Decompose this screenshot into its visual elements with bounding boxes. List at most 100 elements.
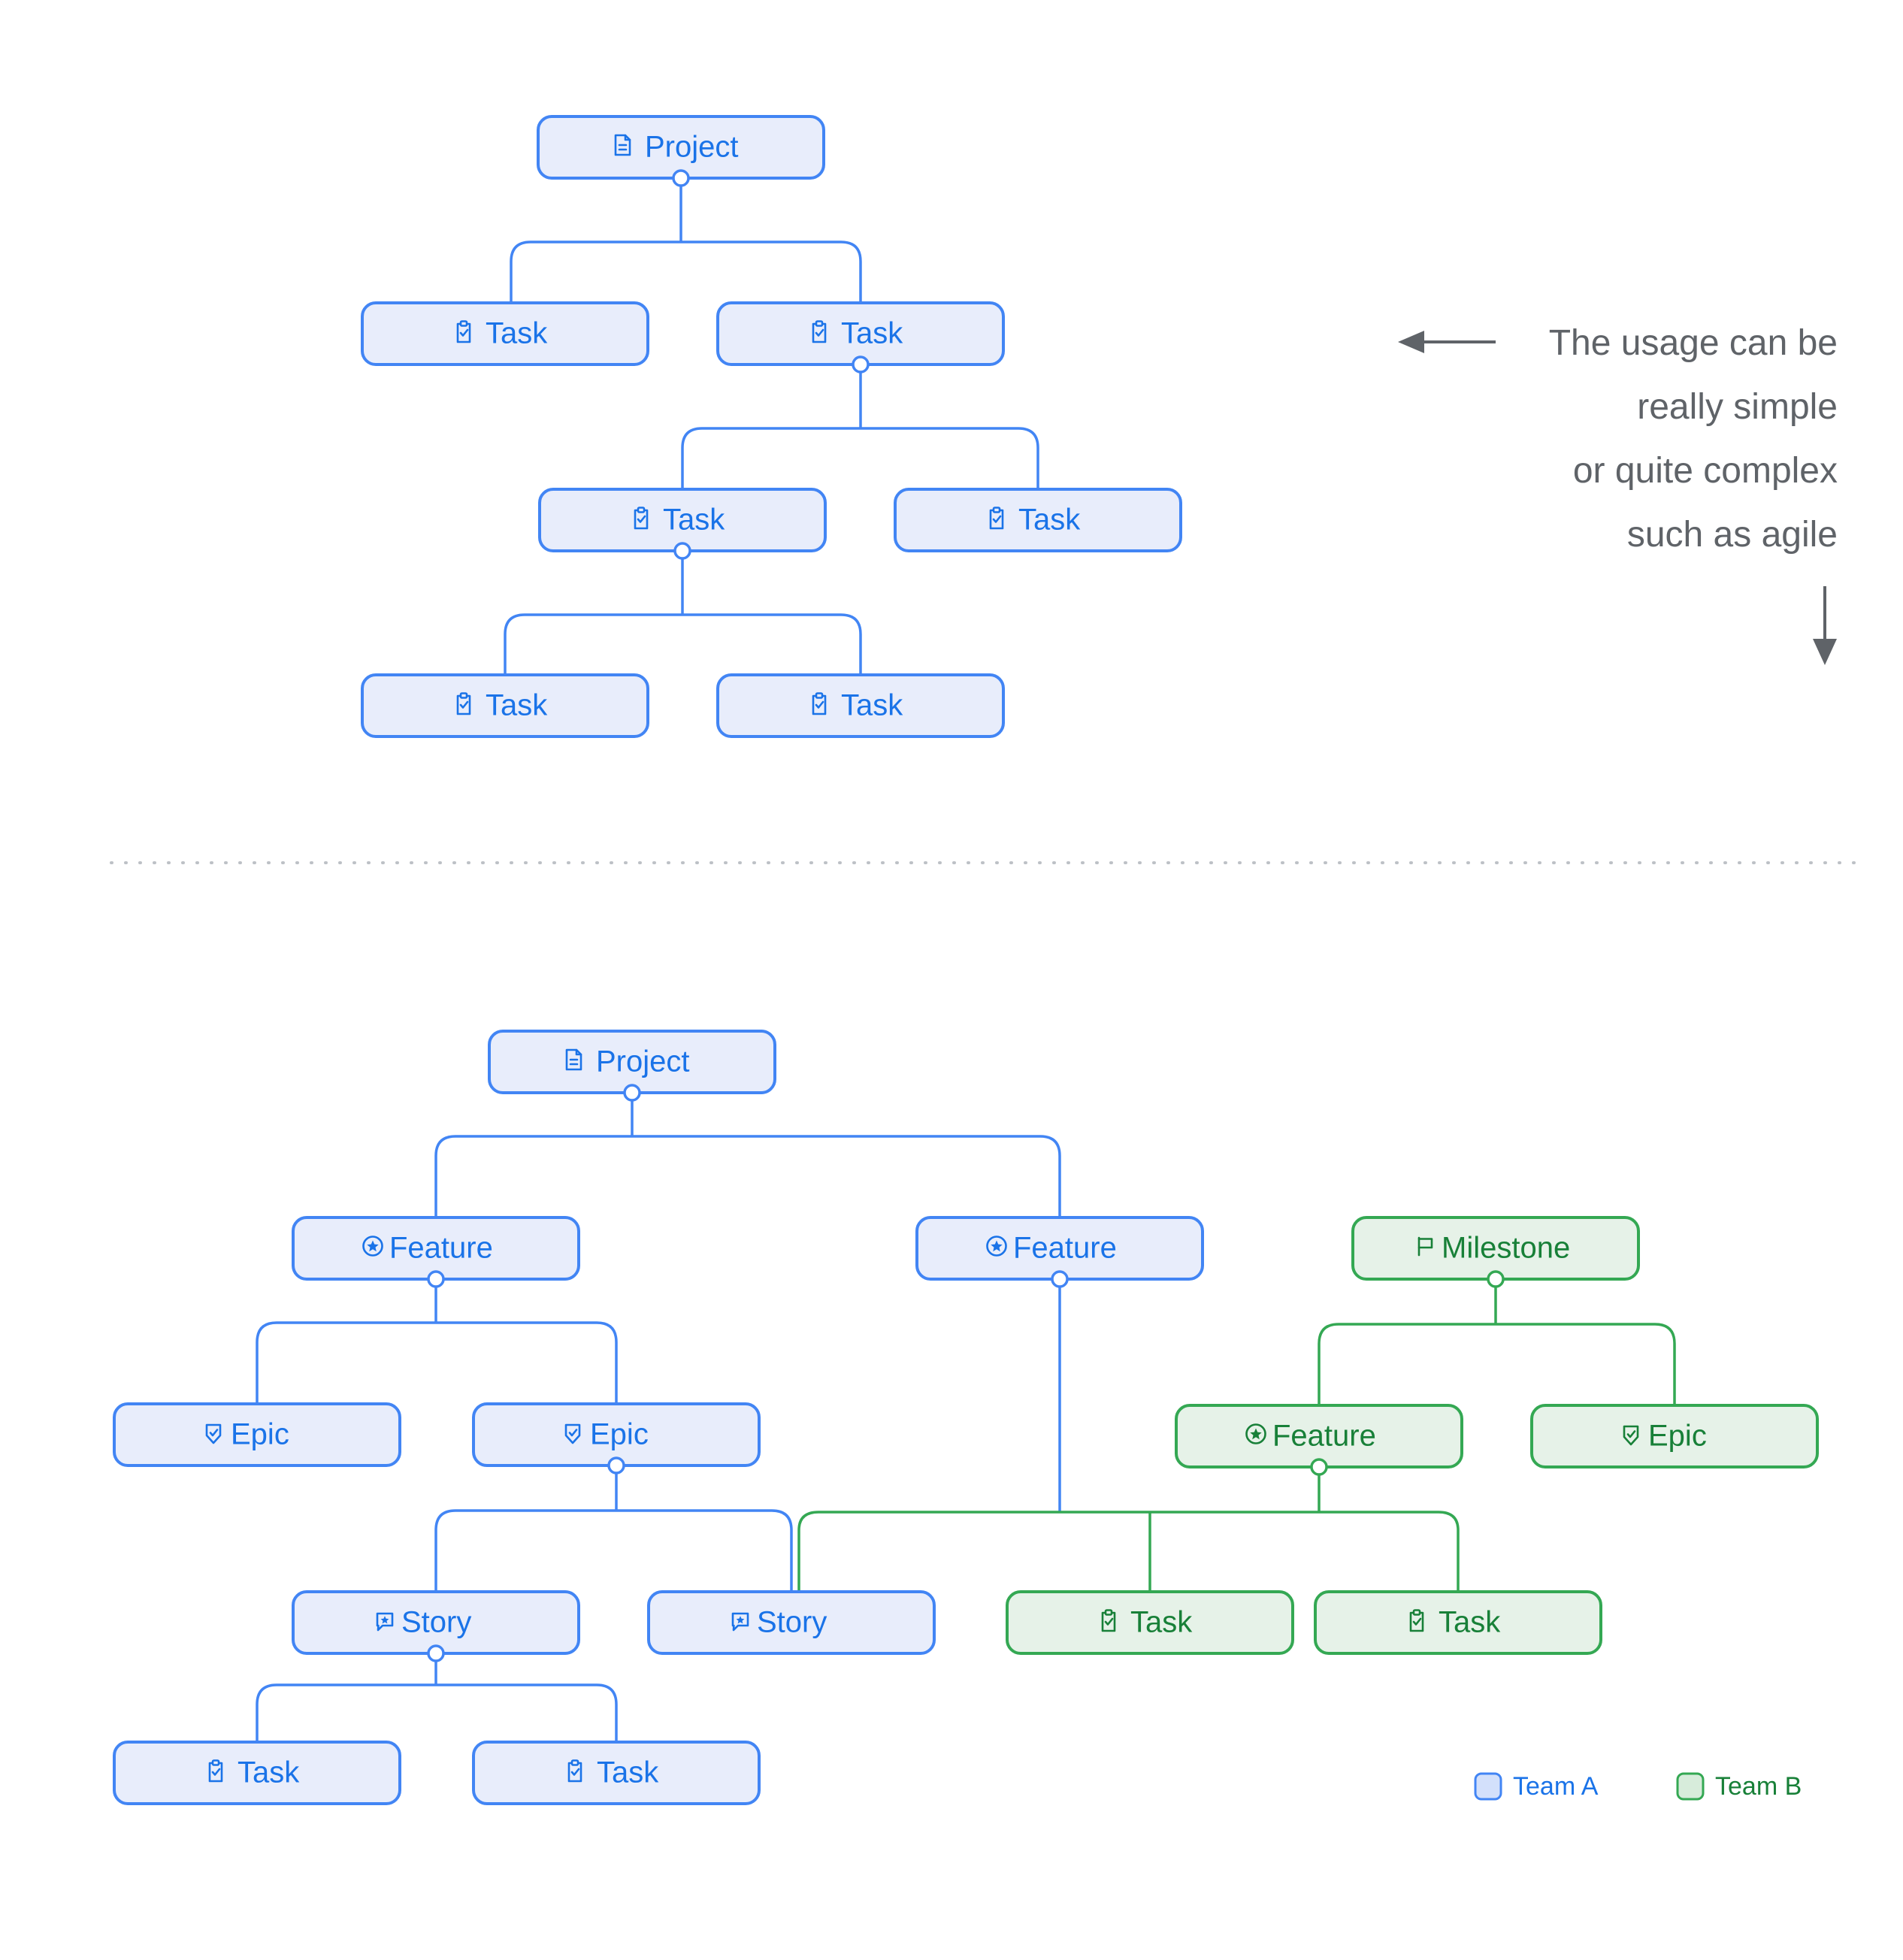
legend-label: Team A: [1513, 1772, 1599, 1801]
speech-star-icon: [731, 1612, 749, 1632]
edge-task2-to-tasks: [681, 364, 1039, 489]
legend-item-team-b[interactable]: Team B: [1676, 1772, 1802, 1801]
port-handle[interactable]: [1051, 1270, 1069, 1288]
star-circle-icon: [362, 1236, 383, 1257]
node-label: Project: [645, 131, 739, 164]
node-label: Task: [663, 504, 725, 537]
edge-project-to-features: [434, 1093, 1061, 1217]
arrow-down-icon: [1813, 586, 1837, 665]
clipboard-check-icon: [567, 1759, 582, 1783]
annotation-line-2: really simple: [1637, 387, 1838, 427]
edge-task3-to-tasks: [504, 551, 862, 675]
annotation-line-1: The usage can be: [1549, 323, 1838, 363]
shield-check-icon: [1623, 1425, 1639, 1446]
clipboard-check-icon: [634, 507, 649, 530]
port-handle[interactable]: [673, 542, 691, 560]
shield-check-icon: [205, 1423, 222, 1444]
node-label: Epic: [231, 1418, 289, 1451]
node-label: Task: [486, 317, 548, 350]
clipboard-check-icon: [1409, 1609, 1424, 1632]
top-diagram-edges: [504, 178, 1039, 675]
node-task-top-3[interactable]: Task: [538, 488, 827, 560]
star-circle-icon: [986, 1236, 1007, 1257]
square-swatch-icon: [1676, 1772, 1705, 1801]
top-diagram-nodes: Project Task: [361, 115, 1182, 738]
node-story-1[interactable]: Story: [292, 1590, 580, 1662]
node-label: Epic: [590, 1418, 649, 1451]
node-feature-bottom-3[interactable]: Feature: [1175, 1404, 1463, 1476]
node-label: Epic: [1648, 1420, 1707, 1453]
node-feature-bottom-2[interactable]: Feature: [915, 1216, 1204, 1288]
edge-epic2-to-stories: [434, 1465, 793, 1592]
clipboard-check-icon: [456, 692, 471, 715]
node-label: Task: [1130, 1606, 1193, 1639]
node-project-bottom[interactable]: Project: [488, 1030, 776, 1102]
legend-item-team-a[interactable]: Team A: [1474, 1772, 1599, 1801]
edge-project-to-tasks: [510, 178, 862, 303]
port-handle[interactable]: [427, 1270, 445, 1288]
node-feature-bottom-1[interactable]: Feature: [292, 1216, 580, 1288]
node-label: Story: [401, 1606, 471, 1639]
square-swatch-icon: [1474, 1772, 1502, 1801]
node-label: Feature: [389, 1232, 493, 1265]
clipboard-check-icon: [1101, 1609, 1116, 1632]
node-label: Task: [841, 689, 903, 722]
node-task-bottom-4[interactable]: Task: [472, 1741, 761, 1805]
node-label: Project: [596, 1045, 690, 1078]
node-task-top-4[interactable]: Task: [894, 488, 1182, 552]
node-milestone[interactable]: Milestone: [1351, 1216, 1640, 1288]
node-task-top-1[interactable]: Task: [361, 301, 649, 366]
document-icon: [614, 134, 631, 156]
bottom-diagram-edges: [256, 1093, 1676, 1742]
node-epic-bottom-1[interactable]: Epic: [113, 1402, 401, 1467]
edge-feature3-to-tasks: [797, 1467, 1460, 1592]
flag-icon: [1417, 1236, 1433, 1257]
node-label: Story: [757, 1606, 827, 1639]
node-epic-bottom-2[interactable]: Epic: [472, 1402, 761, 1475]
port-handle[interactable]: [623, 1084, 641, 1102]
legend: Team A Team B: [1474, 1772, 1802, 1801]
node-task-bottom-3[interactable]: Task: [113, 1741, 401, 1805]
port-handle[interactable]: [1487, 1270, 1505, 1288]
node-label: Task: [1018, 504, 1081, 537]
clipboard-check-icon: [456, 320, 471, 343]
clipboard-check-icon: [989, 507, 1004, 530]
node-label: Feature: [1013, 1232, 1117, 1265]
node-label: Task: [1439, 1606, 1501, 1639]
node-label: Feature: [1272, 1420, 1376, 1453]
port-handle[interactable]: [852, 355, 870, 374]
annotation-line-3: or quite complex: [1573, 451, 1838, 491]
node-task-top-2[interactable]: Task: [716, 301, 1005, 374]
bottom-diagram-nodes: Project Feature Feature: [113, 1030, 1819, 1805]
edge-feature1-to-epics: [256, 1279, 618, 1404]
node-task-bottom-1[interactable]: Task: [1006, 1590, 1294, 1655]
node-epic-bottom-3[interactable]: Epic: [1530, 1404, 1819, 1468]
node-label: Task: [237, 1756, 300, 1789]
node-project-top[interactable]: Project: [537, 115, 825, 187]
node-label: Task: [597, 1756, 659, 1789]
edge-story1-to-tasks: [256, 1653, 618, 1742]
shield-check-icon: [564, 1423, 581, 1444]
node-story-2[interactable]: Story: [647, 1590, 936, 1655]
node-label: Task: [486, 689, 548, 722]
node-label: Milestone: [1442, 1232, 1570, 1265]
clipboard-check-icon: [812, 320, 827, 343]
star-circle-icon: [1245, 1423, 1266, 1444]
port-handle[interactable]: [607, 1456, 625, 1475]
port-handle[interactable]: [427, 1644, 445, 1662]
port-handle[interactable]: [1310, 1458, 1328, 1476]
speech-star-icon: [376, 1612, 394, 1632]
clipboard-check-icon: [208, 1759, 223, 1783]
port-handle[interactable]: [672, 169, 690, 187]
node-label: Task: [841, 317, 903, 350]
document-icon: [565, 1048, 582, 1071]
node-task-bottom-2[interactable]: Task: [1314, 1590, 1602, 1655]
legend-label: Team B: [1715, 1772, 1802, 1801]
clipboard-check-icon: [812, 692, 827, 715]
node-task-top-5[interactable]: Task: [361, 673, 649, 738]
annotation-line-4: such as agile: [1627, 515, 1838, 555]
node-task-top-6[interactable]: Task: [716, 673, 1005, 738]
annotation-block: The usage can be really simple or quite …: [1398, 323, 1838, 665]
